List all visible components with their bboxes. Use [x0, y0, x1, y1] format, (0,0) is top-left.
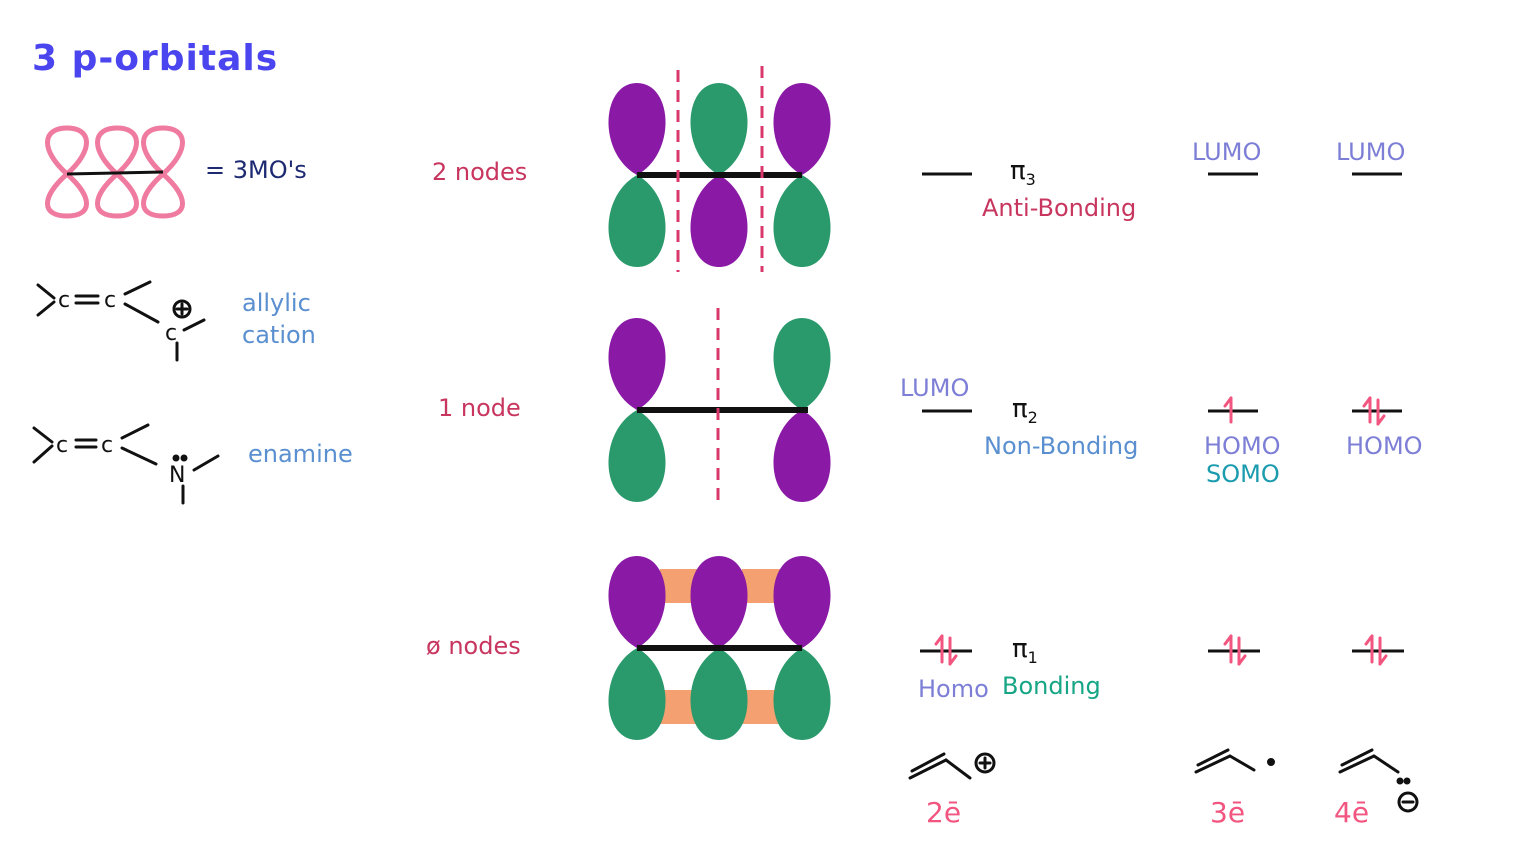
- node-label-2: 2 nodes: [432, 158, 528, 186]
- allyl-cation-mini: [908, 752, 996, 780]
- cation-label: cation: [242, 321, 316, 349]
- svg-text:c: c: [58, 288, 70, 313]
- electron-count-3: 3ē: [1210, 796, 1246, 829]
- svg-text:c: c: [101, 433, 113, 458]
- svg-text:c: c: [56, 433, 68, 458]
- pi2-symbol: π2: [1012, 394, 1038, 428]
- bonding-label: Bonding: [1002, 672, 1101, 700]
- mo-pi2-orbitals: [608, 308, 831, 506]
- mo-count-label: = 3MO's: [205, 156, 307, 184]
- lumo-label-col1: LUMO: [900, 374, 970, 402]
- electron-arrows: [934, 396, 1388, 666]
- enamine-structure: c c N: [32, 423, 220, 505]
- p-orbital-outlines-icon: [45, 125, 185, 219]
- lumo-label-col2: LUMO: [1192, 138, 1262, 166]
- allyl-radical-mini: [1194, 748, 1275, 774]
- allylic-label: allylic: [242, 289, 311, 317]
- somo-label-col2: SOMO: [1206, 460, 1280, 488]
- node-label-1: 1 node: [438, 394, 521, 422]
- pi3-symbol: π3: [1010, 156, 1036, 190]
- allylic-cation-structure: c c c: [36, 280, 206, 362]
- energy-levels: [920, 172, 1404, 653]
- svg-text:c: c: [104, 288, 116, 313]
- mo-pi1-orbitals: [608, 556, 831, 740]
- page-title: 3 p-orbitals: [32, 38, 279, 79]
- svg-text:N: N: [169, 463, 185, 488]
- lumo-label-col3: LUMO: [1336, 138, 1406, 166]
- svg-text:c: c: [165, 321, 177, 346]
- allyl-anion-mini: [1338, 748, 1419, 813]
- node-label-0: ø nodes: [426, 632, 521, 660]
- anti-bonding-label: Anti-Bonding: [982, 194, 1137, 222]
- homo-label-col1: Homo: [918, 675, 989, 703]
- electron-count-2: 2ē: [926, 796, 962, 829]
- pi1-symbol: π1: [1012, 634, 1038, 668]
- mo-pi3-orbitals: [608, 66, 831, 272]
- homo-label-col2: HOMO: [1204, 432, 1281, 460]
- non-bonding-label: Non-Bonding: [984, 432, 1139, 460]
- enamine-label: enamine: [248, 440, 353, 468]
- electron-count-4: 4ē: [1334, 796, 1370, 829]
- homo-label-col3: HOMO: [1346, 432, 1423, 460]
